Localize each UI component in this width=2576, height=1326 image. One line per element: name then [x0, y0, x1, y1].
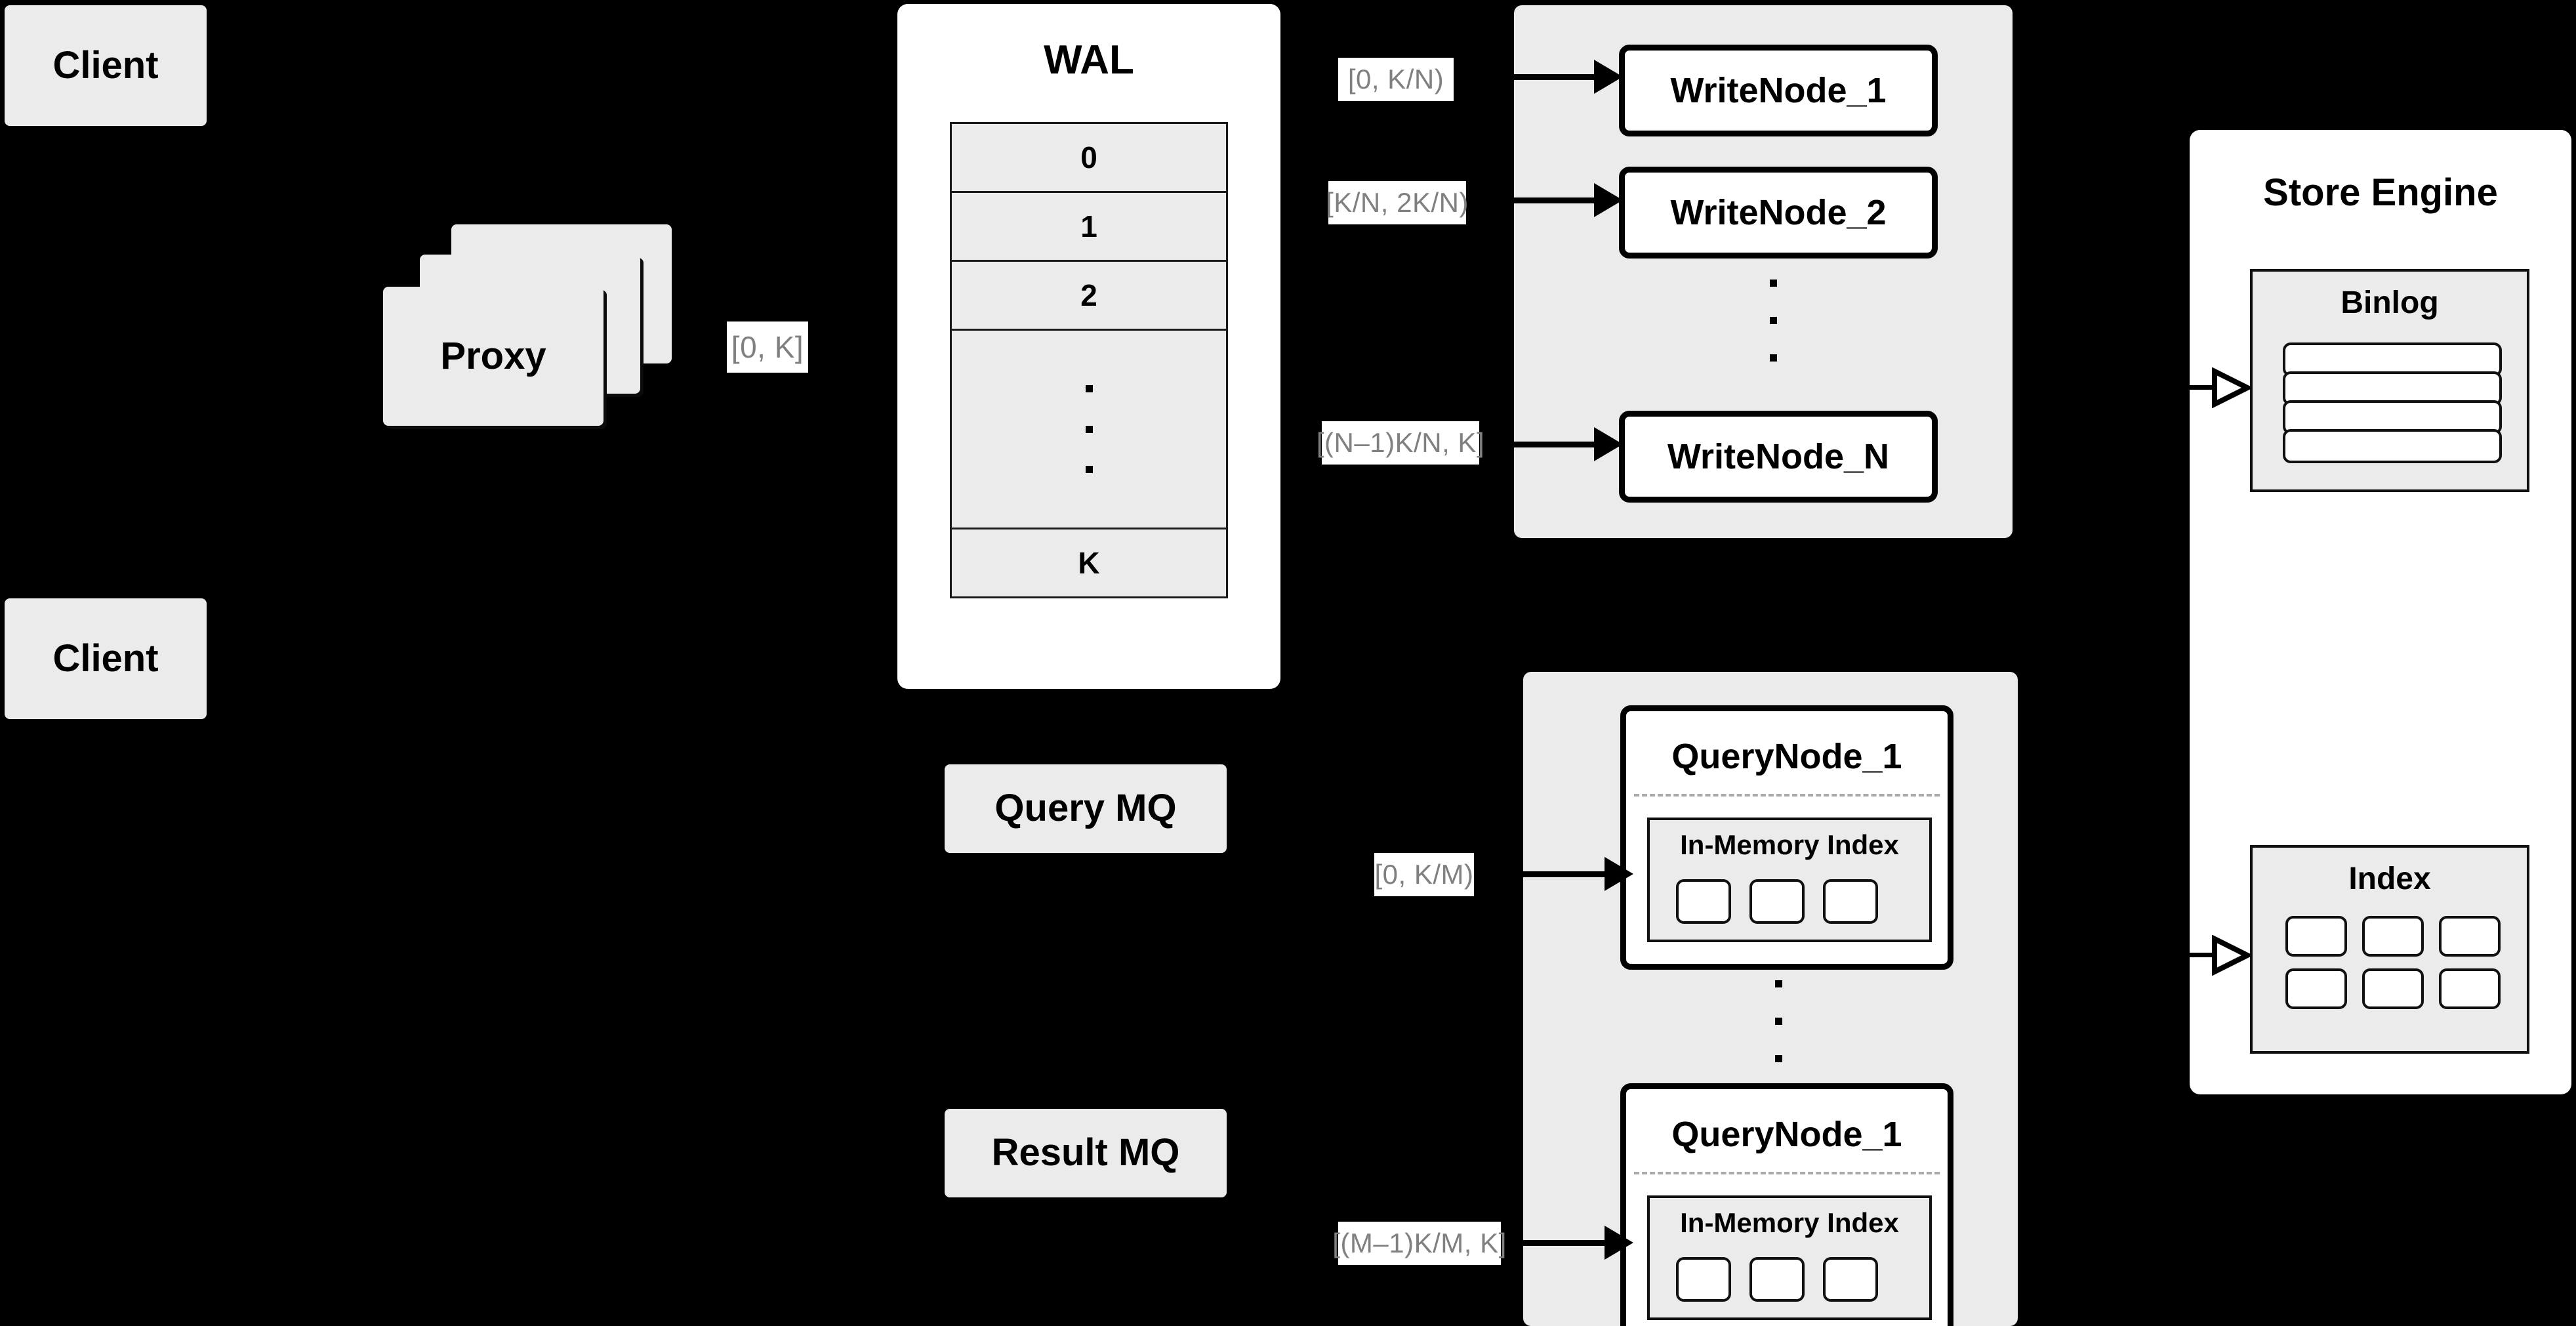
- write-node-1[interactable]: WriteNode_1: [1619, 45, 1938, 136]
- query-node-cluster: QueryNode_1 In-Memory Index QueryNode_1 …: [1523, 672, 2018, 1326]
- arrow-to-write-node-1-line: [1514, 74, 1606, 80]
- client-box-1[interactable]: Client: [5, 5, 207, 126]
- arrow-to-query-node-2-line: [1523, 1240, 1615, 1246]
- arrow-right-filled-icon: [1594, 183, 1623, 217]
- wal-row-1[interactable]: 1: [950, 191, 1228, 262]
- result-mq-box[interactable]: Result MQ: [945, 1109, 1227, 1197]
- index-cell[interactable]: [1676, 1257, 1731, 1302]
- index-cell[interactable]: [2362, 968, 2424, 1009]
- arrow-to-binlog-line: [2184, 385, 2216, 390]
- wal-row-2[interactable]: 2: [950, 260, 1228, 331]
- query-node-1-inmemory-index: In-Memory Index: [1647, 818, 1932, 942]
- index-cell[interactable]: [2439, 968, 2501, 1009]
- client-box-2[interactable]: Client: [5, 598, 207, 719]
- inmemory-index-title: In-Memory Index: [1680, 829, 1899, 860]
- store-engine-title: Store Engine: [2263, 171, 2498, 214]
- arrow-to-query-node-1-line: [1523, 871, 1615, 877]
- index-cell[interactable]: [1749, 1257, 1805, 1302]
- index-cell[interactable]: [2439, 916, 2501, 957]
- wal-container: WAL 0 1 2 K: [897, 4, 1280, 689]
- write-cluster-ellipsis-icon: [1768, 280, 1778, 362]
- inmemory-index-title: In-Memory Index: [1680, 1207, 1899, 1238]
- arrow-right-filled-icon: [1594, 427, 1623, 461]
- binlog-panel: Binlog: [2250, 269, 2529, 492]
- write-node-n[interactable]: WriteNode_N: [1619, 411, 1938, 503]
- proxy-stack[interactable]: Proxy: [383, 217, 678, 433]
- query-cluster-ellipsis-icon: [1774, 980, 1783, 1062]
- index-cell[interactable]: [2285, 968, 2347, 1009]
- query-node-2-title: QueryNode_1: [1671, 1115, 1902, 1154]
- index-cell[interactable]: [1749, 879, 1805, 924]
- query-mq-box[interactable]: Query MQ: [945, 764, 1227, 853]
- query-node-2-inmemory-index: In-Memory Index: [1647, 1195, 1932, 1320]
- write-node-1-range-label: [0, K/N): [1338, 58, 1454, 101]
- wal-row-k[interactable]: K: [950, 528, 1228, 598]
- wal-row-0[interactable]: 0: [950, 122, 1228, 193]
- proxy-label: Proxy: [440, 334, 546, 377]
- query-node-1-range-label: [0, K/M): [1374, 853, 1474, 896]
- proxy-card-front[interactable]: Proxy: [383, 287, 603, 426]
- index-cell[interactable]: [1823, 879, 1878, 924]
- index-title: Index: [2348, 861, 2431, 896]
- query-node-1-title: QueryNode_1: [1671, 737, 1902, 776]
- result-mq-label: Result MQ: [991, 1131, 1180, 1174]
- binlog-title: Binlog: [2341, 285, 2439, 320]
- arrow-to-index-line: [2184, 953, 2216, 957]
- write-node-2[interactable]: WriteNode_2: [1619, 167, 1938, 259]
- query-node-2-separator: [1634, 1172, 1940, 1174]
- binlog-row[interactable]: [2283, 429, 2502, 463]
- write-node-cluster: WriteNode_1 WriteNode_2 WriteNode_N: [1514, 5, 2013, 538]
- arrow-right-filled-icon: [1594, 60, 1623, 94]
- query-mq-label: Query MQ: [994, 787, 1177, 830]
- arrow-right-filled-icon: [1605, 1226, 1633, 1260]
- wal-row-ellipsis: [950, 329, 1228, 529]
- write-node-2-range-label: [K/N, 2K/N): [1326, 181, 1468, 224]
- write-node-n-range-label: [(N–1)K/N, K]: [1317, 421, 1484, 465]
- client-label: Client: [52, 636, 159, 680]
- query-node-1[interactable]: QueryNode_1 In-Memory Index: [1620, 705, 1953, 970]
- vertical-ellipsis-icon: [1085, 385, 1093, 473]
- arrow-to-write-node-2-line: [1514, 197, 1606, 203]
- binlog-row[interactable]: [2283, 400, 2502, 434]
- client-label: Client: [52, 43, 159, 87]
- wal-title: WAL: [1044, 37, 1134, 83]
- store-engine-container: Store Engine Binlog Index: [2190, 130, 2571, 1094]
- index-cell[interactable]: [2285, 916, 2347, 957]
- query-node-2[interactable]: QueryNode_1 In-Memory Index: [1620, 1083, 1953, 1326]
- query-node-1-separator: [1634, 794, 1940, 797]
- query-node-2-range-label: [(M–1)K/M, K]: [1332, 1222, 1506, 1265]
- arrow-to-write-node-n-line: [1514, 442, 1606, 447]
- index-cell[interactable]: [2362, 916, 2424, 957]
- index-cell[interactable]: [1823, 1257, 1878, 1302]
- index-cell[interactable]: [1676, 879, 1731, 924]
- proxy-range-label: [0, K]: [727, 321, 808, 373]
- index-panel: Index: [2250, 845, 2529, 1054]
- arrow-right-filled-icon: [1605, 857, 1633, 891]
